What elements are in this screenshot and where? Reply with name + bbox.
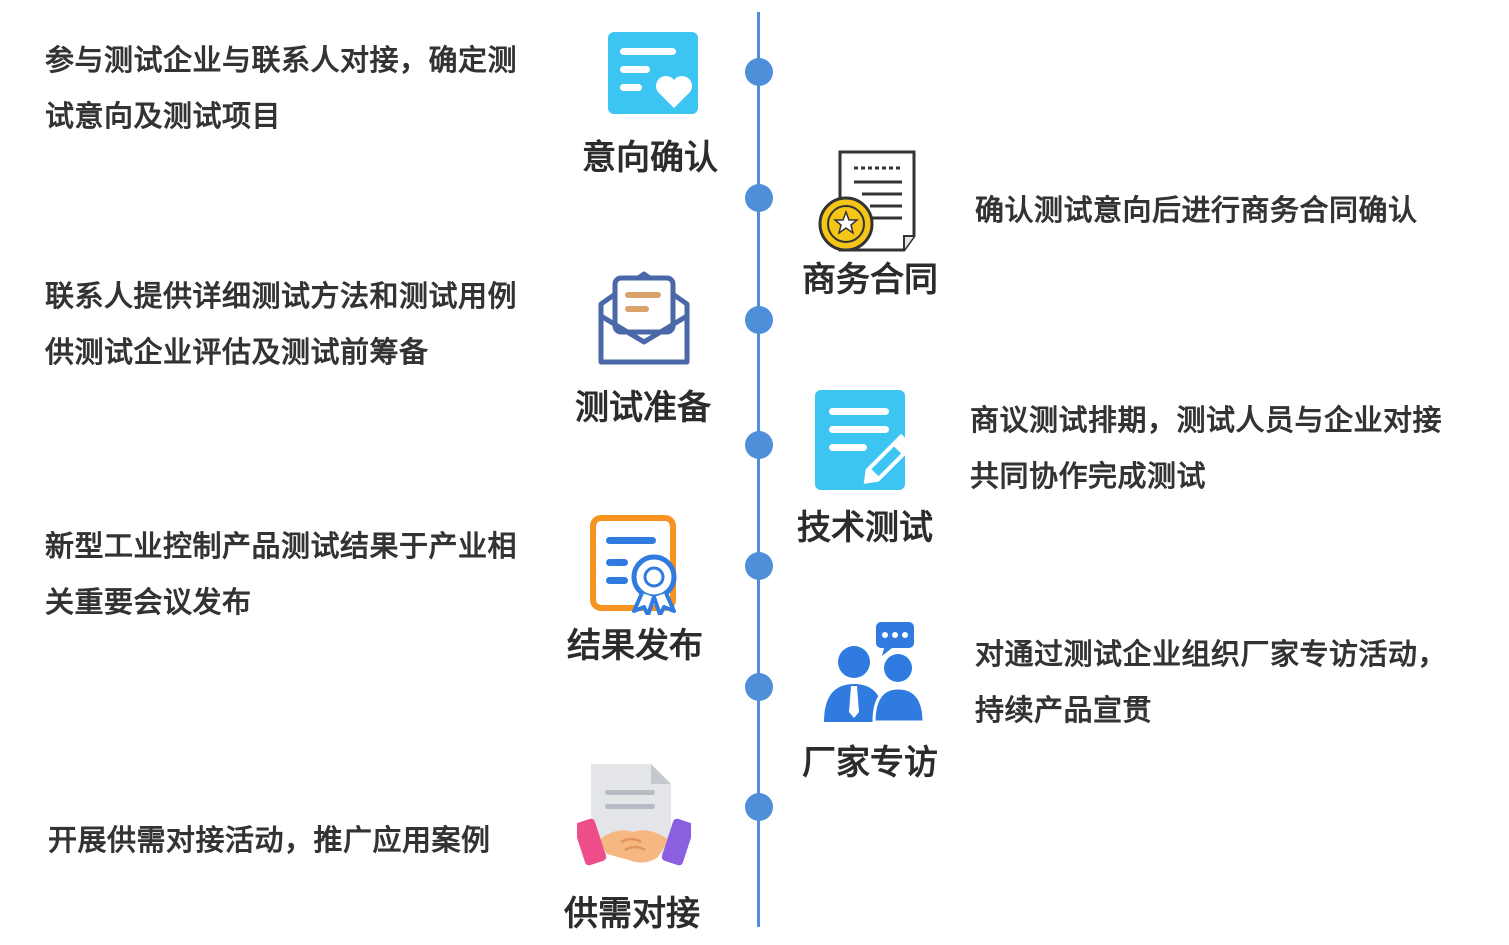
timeline-dot [745, 793, 773, 821]
step-4-label: 技术测试 [797, 508, 933, 548]
envelope-icon [595, 270, 693, 368]
timeline-dot [745, 306, 773, 334]
step-5-label: 结果发布 [567, 626, 703, 666]
step-3-description: 联系人提供详细测试方法和测试用例 供测试企业评估及测试前筹备 [45, 279, 518, 369]
people-chat-icon [822, 622, 926, 726]
handshake-icon [577, 762, 691, 870]
timeline-dot [745, 673, 773, 701]
step-4-description: 商议测试排期，测试人员与企业对接 共同协作完成测试 [970, 403, 1443, 493]
timeline-dot [745, 184, 773, 212]
step-1-description: 参与测试企业与联系人对接，确定测 试意向及测试项目 [45, 43, 518, 133]
document-pencil-icon [815, 390, 919, 492]
timeline-dot [745, 58, 773, 86]
step-3-label: 测试准备 [575, 388, 711, 428]
step-5-description: 新型工业控制产品测试结果于产业相 关重要会议发布 [45, 529, 518, 619]
timeline-dot [745, 431, 773, 459]
step-6-label: 厂家专访 [802, 743, 938, 783]
timeline-dot [745, 552, 773, 580]
timeline-line [757, 12, 760, 927]
certificate-ribbon-icon [590, 515, 690, 615]
step-2-description: 确认测试意向后进行商务合同确认 [975, 193, 1418, 227]
step-2-label: 商务合同 [802, 260, 938, 300]
contract-seal-icon [818, 150, 920, 254]
step-7-description: 开展供需对接活动，推广应用案例 [48, 823, 491, 857]
step-7-label: 供需对接 [564, 894, 700, 934]
step-6-description: 对通过测试企业组织厂家专访活动， 持续产品宣贯 [975, 637, 1448, 727]
document-heart-icon [608, 32, 700, 116]
step-1-label: 意向确认 [582, 138, 718, 178]
